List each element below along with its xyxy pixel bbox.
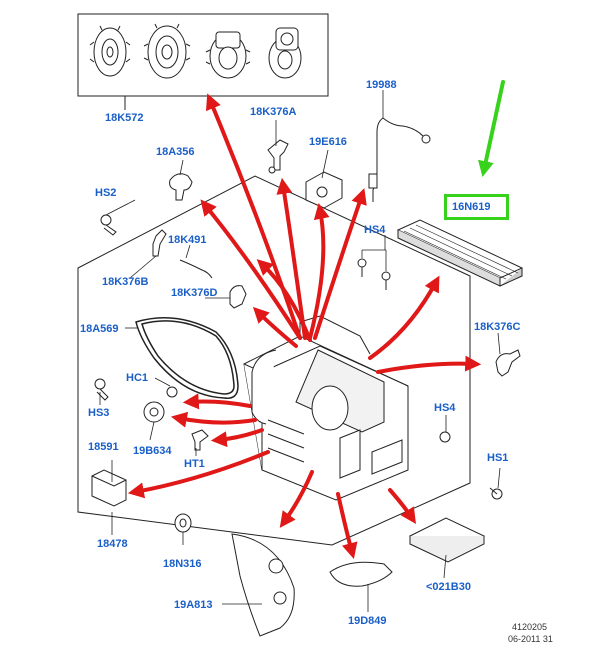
18k491-link-icon — [179, 259, 213, 279]
callout-19b634[interactable]: 19B634 — [133, 445, 172, 457]
19988-sensor-cable-icon — [368, 117, 431, 202]
callout-hs4-top[interactable]: HS4 — [364, 224, 386, 236]
hc1-connector-icon — [166, 386, 178, 398]
gear-1-icon — [89, 25, 131, 77]
callout-18k572[interactable]: 18K572 — [105, 112, 144, 124]
highlight-box-16n619 — [444, 194, 509, 220]
callout-hs4-right[interactable]: HS4 — [434, 402, 456, 414]
callout-16n619[interactable]: 16N619 — [452, 201, 491, 213]
18n316-grommet-icon — [174, 513, 192, 533]
hs2-screw-icon — [100, 214, 117, 236]
18k376a-actuator-icon — [267, 139, 289, 174]
18k376c-actuator-icon — [495, 349, 521, 377]
callout-hc1[interactable]: HC1 — [126, 372, 149, 384]
gear-set-box — [77, 13, 329, 110]
18a569-seal-icon — [135, 317, 239, 399]
18591-resistor-icon — [91, 469, 127, 507]
green-arrow — [478, 80, 505, 178]
callout-18a356[interactable]: 18A356 — [156, 146, 195, 158]
callout-hs1[interactable]: HS1 — [487, 452, 509, 464]
hs4-screw-right-icon — [439, 431, 451, 443]
callout-18k376c[interactable]: 18K376C — [474, 321, 521, 333]
hs4-screws-icon — [357, 258, 391, 290]
19b634-sensor-icon — [143, 401, 165, 423]
16n619-pollen-filter-icon — [396, 219, 524, 287]
18k376b-lever-icon — [152, 229, 167, 257]
leader-lines — [99, 90, 501, 612]
callout-19e616[interactable]: 19E616 — [309, 136, 347, 148]
figure-number: 4120205 — [512, 622, 548, 632]
callout-18a569[interactable]: 18A569 — [80, 323, 119, 335]
callout-ht1[interactable]: HT1 — [184, 458, 205, 470]
callout-18k376b[interactable]: 18K376B — [102, 276, 149, 288]
callout-18n316[interactable]: 18N316 — [163, 558, 202, 570]
callout-18k491[interactable]: 18K491 — [168, 234, 207, 246]
figure-date: 06-2011 31 — [508, 634, 553, 644]
heater-housing-icon — [243, 315, 409, 501]
hs3-screw-icon — [94, 378, 109, 401]
callout-19d849[interactable]: 19D849 — [348, 615, 387, 627]
ht1-clip-icon — [191, 429, 209, 451]
19a813-panel-icon — [231, 533, 295, 637]
callout-18478[interactable]: 18478 — [97, 538, 128, 550]
callout-18k376d[interactable]: 18K376D — [171, 287, 218, 299]
19d849-duct-icon — [329, 561, 393, 587]
callout-hs2[interactable]: HS2 — [95, 187, 117, 199]
gear-4-icon — [268, 27, 302, 79]
19e616-motor-icon — [305, 171, 343, 209]
18a356-clip-icon — [169, 173, 193, 201]
hs1-screw-icon — [489, 487, 503, 500]
gear-3-icon — [205, 31, 251, 79]
callout-19988[interactable]: 19988 — [366, 79, 397, 91]
callout-hs3[interactable]: HS3 — [88, 407, 110, 419]
callout-19a813[interactable]: 19A813 — [174, 599, 213, 611]
callout-18k376a[interactable]: 18K376A — [250, 106, 297, 118]
callout-18591[interactable]: 18591 — [88, 441, 119, 453]
gear-2-icon — [143, 23, 191, 79]
red-arrows — [127, 93, 482, 559]
021b30-foam-pad-icon — [408, 517, 486, 563]
callout-021b30[interactable]: <021B30 — [426, 581, 471, 593]
18k376d-actuator-icon — [229, 285, 247, 309]
assembly-outline — [77, 175, 471, 546]
